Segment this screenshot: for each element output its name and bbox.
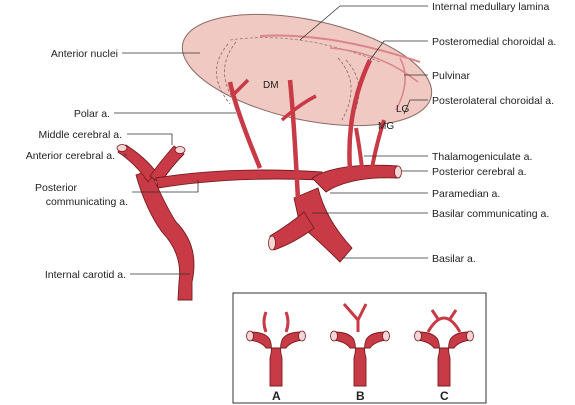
basilar-lower-lumen [268,235,276,251]
polar-artery-branch [230,78,250,98]
posterior-cerebral-artery [311,164,399,193]
internal-medullary-lamina-line [229,37,381,63]
posterior-cerebral-lumen [394,165,402,179]
dm-boundary-left-outer [216,43,231,105]
label-posteromedial-choroidal: Posteromedial choroidal a. [432,36,556,48]
paramedian-branch [280,94,317,122]
label-basilar: Basilar a. [432,253,476,265]
paramedian-artery [287,79,301,201]
label-dm: DM [263,80,279,91]
middle-cerebral-artery [149,145,185,185]
label-polar: Polar a. [74,108,110,120]
basilar-lower-branch [269,211,315,251]
label-internal-carotid: Internal carotid a. [45,269,126,281]
variant-panel: A B C [232,292,487,404]
label-posterior-cerebral: Posterior cerebral a. [432,166,527,178]
label-paramedian: Paramedian a. [432,188,500,200]
basilar-artery [293,187,353,263]
thalamogeniculate-artery [354,127,364,169]
variant-label-a: A [272,389,281,403]
label-mg: MG [378,121,394,132]
arterial-tree [116,59,402,301]
label-basilar-communicating: Basilar communicating a. [432,208,549,220]
dm-boundary-right [337,57,352,121]
variant-c: C [414,309,474,403]
posteromedial-choroidal-artery [347,59,373,171]
variant-label-b: B [356,389,365,403]
label-posterolateral-choroidal: Posterolateral choroidal a. [432,95,554,107]
label-anterior-cerebral: Anterior cerebral a. [26,150,115,162]
variant-a: A [246,311,306,403]
posterolateral-choroidal-artery [370,119,386,169]
polar-artery [227,81,263,169]
thalamus-body [181,13,433,127]
variant-label-c: C [440,389,449,403]
internal-carotid-artery [135,169,195,301]
variant-b: B [330,303,390,403]
thalamus [181,13,433,127]
anterior-cerebral-lumen [116,144,128,152]
label-posterior-communicating-line2: communicating a. [46,196,128,208]
label-lg: LG [396,104,410,115]
label-pulvinar: Pulvinar [432,70,470,82]
label-internal-medullary-lamina: Internal medullary lamina [432,1,549,13]
label-thalamogeniculate: Thalamogeniculate a. [432,151,532,163]
labels: Anterior nuclei Polar a. Middle cerebral… [26,1,557,281]
label-posterior-communicating-line1: Posterior [35,182,78,194]
label-middle-cerebral: Middle cerebral a. [39,129,122,141]
middle-cerebral-lumen [174,146,186,154]
leader-lines [114,5,428,275]
label-anterior-nuclei: Anterior nuclei [51,48,118,60]
